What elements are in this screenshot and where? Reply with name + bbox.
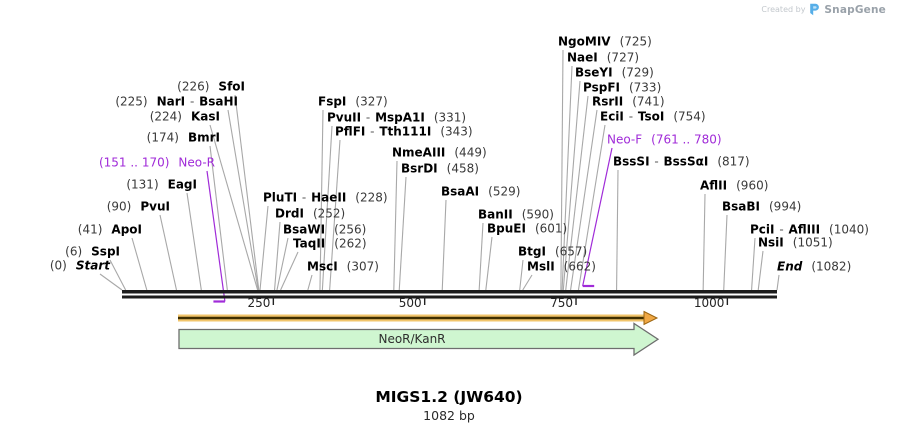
leader-line-MslI xyxy=(522,274,533,291)
leader-line-SfoI xyxy=(234,94,260,291)
site-label-PluTI-HaeII[interactable]: PluTI - HaeII(228) xyxy=(263,190,388,205)
site-label-End[interactable]: End(1082) xyxy=(777,259,852,274)
leader-line-BsrDI xyxy=(398,176,407,291)
leader-line-DrdI xyxy=(274,221,281,291)
site-label-Start[interactable]: (0)Start xyxy=(49,258,110,273)
site-label-BpuEI[interactable]: BpuEI(601) xyxy=(487,221,568,236)
site-label-MslI[interactable]: MslI(662) xyxy=(527,259,596,274)
site-label-BssSI-BssSαI[interactable]: BssSI - BssSαI(817) xyxy=(613,154,750,169)
site-label-BsaAI[interactable]: BsaAI(529) xyxy=(441,184,521,199)
primer-label-Neo-F[interactable]: Neo-F(761 .. 780) xyxy=(607,132,722,147)
site-label-BsrDI[interactable]: BsrDI(458) xyxy=(401,161,479,176)
site-label-DrdI[interactable]: DrdI(252) xyxy=(275,206,346,221)
site-label-NgoMIV[interactable]: NgoMIV(725) xyxy=(558,34,652,49)
leader-line-RsrII xyxy=(570,109,598,291)
leader-line-EagI xyxy=(186,192,202,291)
leader-line-PciI-AflIII xyxy=(751,237,756,291)
credit-text: Created by xyxy=(761,5,806,14)
leader-line-BseYI xyxy=(562,80,581,291)
title-block: MIGS1.2 (JW640) 1082 bp xyxy=(0,388,898,423)
leader-line-FspI xyxy=(319,109,324,291)
site-label-BsaBI[interactable]: BsaBI(994) xyxy=(722,199,802,214)
leader-line-BsaBI xyxy=(723,214,728,291)
leader-line-BssSI-BssSαI xyxy=(616,169,619,291)
leader-line-PvuII-MspA1I xyxy=(321,125,333,291)
site-label-BtgI[interactable]: BtgI(657) xyxy=(518,244,588,259)
site-label-PvuII-MspA1I[interactable]: PvuII - MspA1I(331) xyxy=(327,110,467,125)
leader-line-BmrI xyxy=(209,145,228,291)
leader-line-PvuI xyxy=(159,214,178,291)
site-label-PvuI[interactable]: (90)PvuI xyxy=(106,199,170,214)
site-label-EagI[interactable]: (131)EagI xyxy=(126,177,197,192)
site-label-NaeI[interactable]: NaeI(727) xyxy=(567,50,640,65)
site-label-RsrII[interactable]: RsrII(741) xyxy=(592,94,665,109)
leader-line-TaqII xyxy=(280,251,299,291)
site-label-BseYI[interactable]: BseYI(729) xyxy=(575,65,654,80)
leader-line-BtgI xyxy=(519,259,524,291)
site-label-NsiI[interactable]: NsiI(1051) xyxy=(758,235,833,250)
orf-arrow-head xyxy=(643,310,659,326)
leader-line-NarI-BsaHI xyxy=(227,109,259,291)
leader-line-MscI xyxy=(307,274,313,291)
site-label-BmrI[interactable]: (174)BmrI xyxy=(146,130,220,145)
primer-label-Neo-R[interactable]: (151 .. 170)Neo-R xyxy=(98,155,215,170)
leader-line-NgoMIV xyxy=(560,49,564,291)
leader-line-NaeI xyxy=(561,65,573,291)
site-label-NarI-BsaHI[interactable]: (225)NarI - BsaHI xyxy=(115,94,238,109)
ruler-number-500: 500 xyxy=(398,296,422,310)
sequence-axis-bar-2 xyxy=(122,295,777,299)
map-length: 1082 bp xyxy=(423,408,475,423)
site-label-AflII[interactable]: AflII(960) xyxy=(700,178,769,193)
snapgene-credit: Created by SnapGene xyxy=(761,3,886,16)
site-label-SspI[interactable]: (6)SspI xyxy=(65,244,120,259)
leader-line-BsaAI xyxy=(441,199,447,291)
leader-line-BpuEI xyxy=(485,236,493,291)
site-label-EciI-TsoI[interactable]: EciI - TsoI(754) xyxy=(600,109,706,124)
sequence-axis-bar-1 xyxy=(122,290,777,294)
map-title: MIGS1.2 (JW640) xyxy=(375,388,523,406)
ruler-number-250: 250 xyxy=(247,296,271,310)
leader-line-AflII xyxy=(702,193,706,291)
credit-brand: SnapGene xyxy=(824,3,886,16)
leader-line-Neo-F xyxy=(582,147,613,287)
ruler-number-1000: 1000 xyxy=(693,296,725,310)
leader-line-PluTI-HaeII xyxy=(259,205,269,291)
site-label-PspFI[interactable]: PspFI(733) xyxy=(583,80,662,95)
site-label-SfoI[interactable]: (226)SfoI xyxy=(177,79,245,94)
leader-line-NmeAIII xyxy=(393,160,398,291)
leader-line-NsiI xyxy=(757,250,764,291)
site-label-PciI-AflIII[interactable]: PciI - AflIII(1040) xyxy=(750,222,869,237)
site-label-NmeAIII[interactable]: NmeAIII(449) xyxy=(392,145,487,160)
leader-line-PflFI-Tth111I xyxy=(329,139,341,291)
site-label-BanII[interactable]: BanII(590) xyxy=(478,207,554,222)
leader-line-BsaWI xyxy=(276,237,289,291)
site-label-KasI[interactable]: (224)KasI xyxy=(149,109,220,124)
ruler-number-750: 750 xyxy=(550,296,574,310)
leader-line-SspI xyxy=(109,259,127,291)
leader-line-Neo-R xyxy=(206,170,226,302)
leader-line-BanII xyxy=(478,222,484,291)
leader-line-End xyxy=(776,274,780,291)
snapgene-logo-icon xyxy=(810,3,820,16)
site-label-TaqII[interactable]: TaqII(262) xyxy=(293,236,367,251)
site-label-PflFI-Tth111I[interactable]: PflFI - Tth111I(343) xyxy=(335,124,473,139)
site-label-BsaWI[interactable]: BsaWI(256) xyxy=(283,222,367,237)
site-label-FspI[interactable]: FspI(327) xyxy=(318,94,388,109)
leader-line-PspFI xyxy=(565,95,589,291)
feature-label: NeoR/KanR xyxy=(378,332,446,346)
feature-arrow-neor-kanr[interactable] xyxy=(178,322,660,357)
leader-line-KasI xyxy=(209,124,259,291)
leader-line-EciI-TsoI xyxy=(577,124,606,291)
site-label-ApoI[interactable]: (41)ApoI xyxy=(77,222,142,237)
leader-line-ApoI xyxy=(131,237,148,291)
site-label-MscI[interactable]: MscI(307) xyxy=(307,259,379,274)
leader-line-Start xyxy=(99,273,123,291)
